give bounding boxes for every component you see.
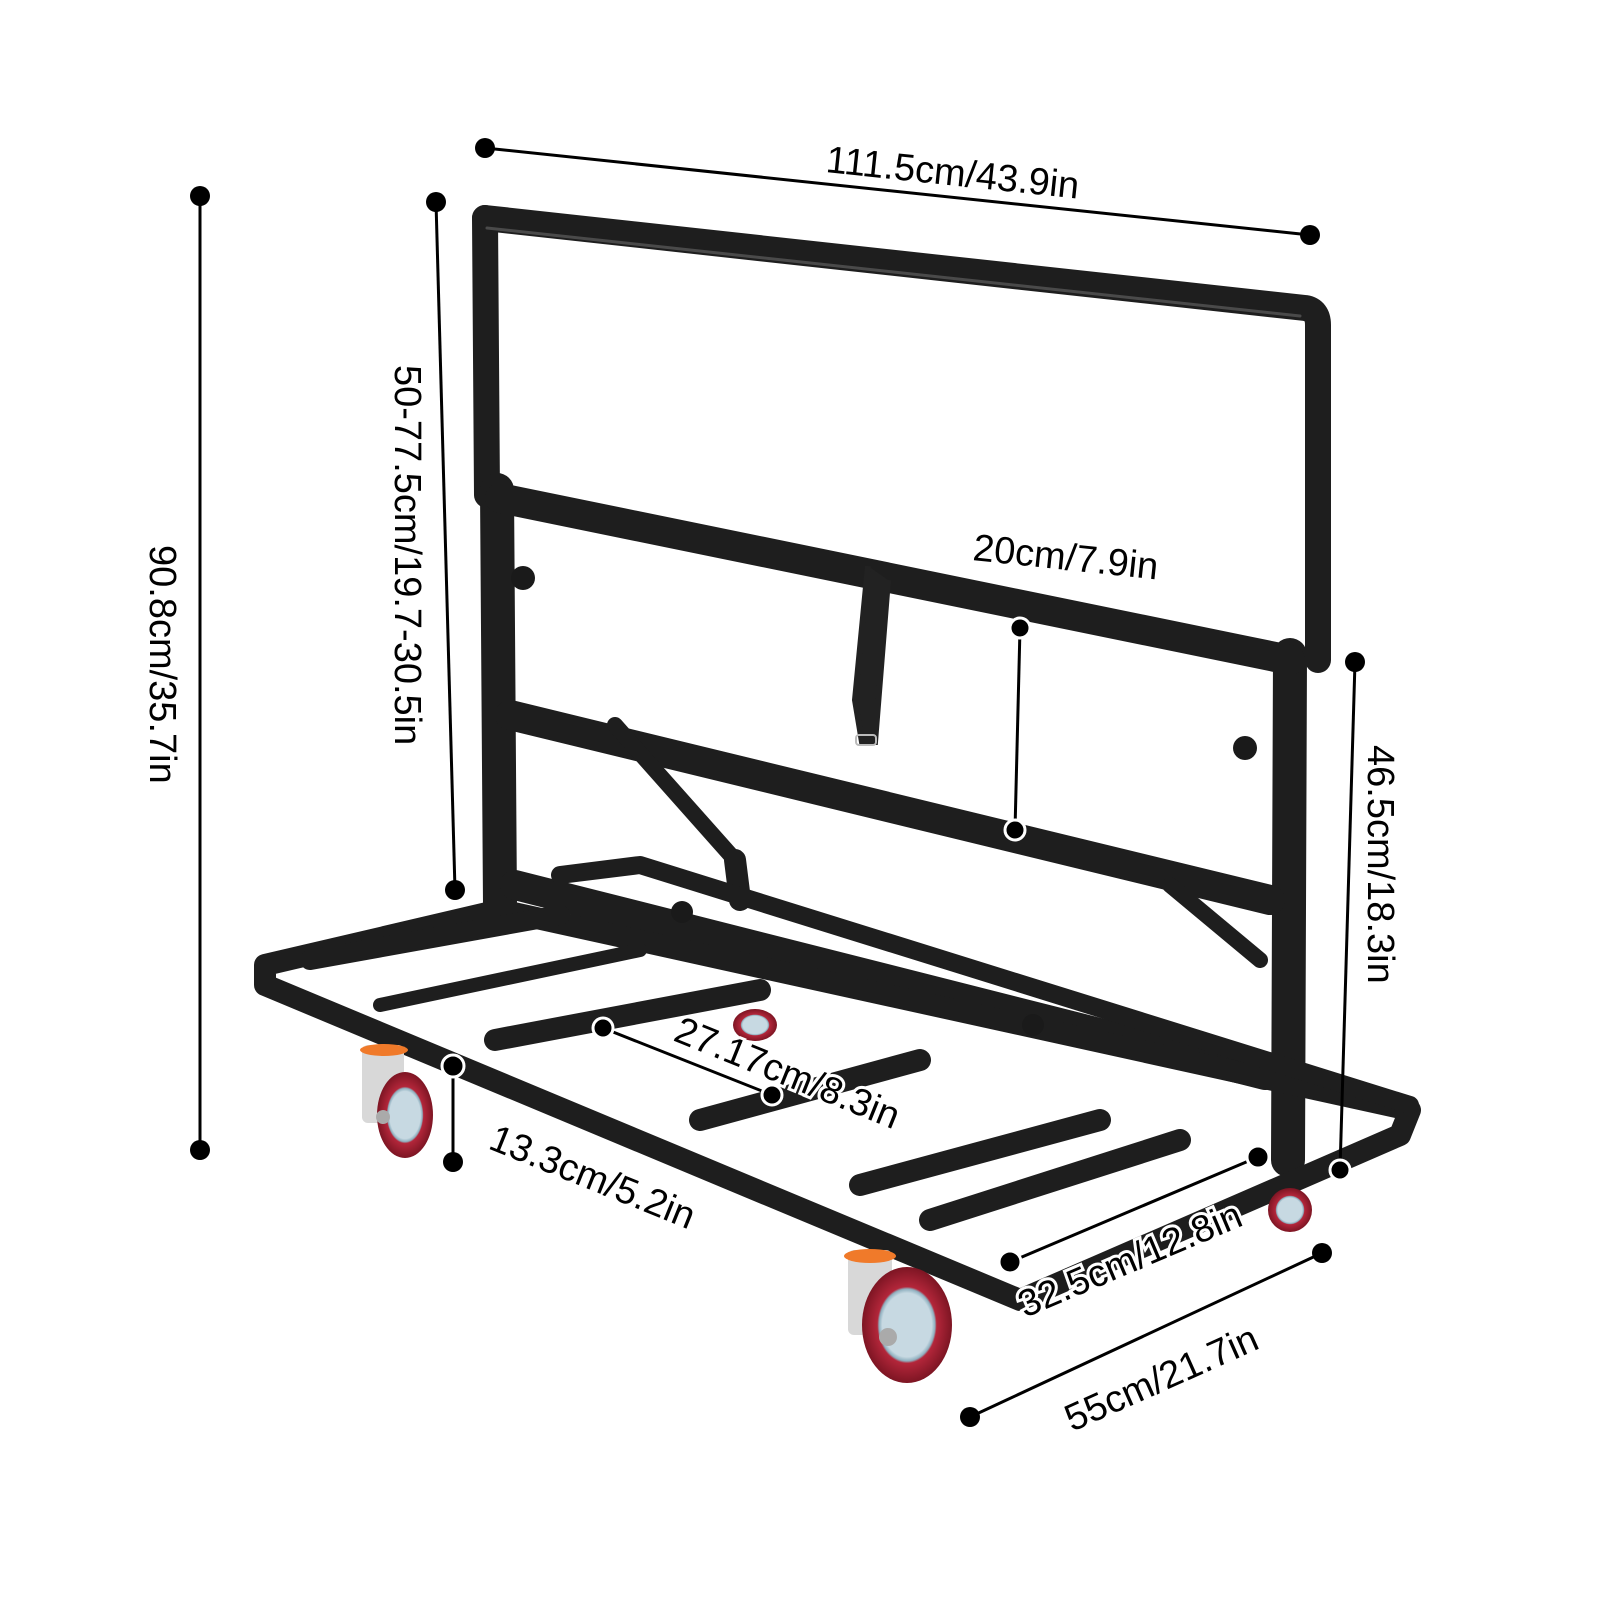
dim-inner-depth	[997, 1144, 1271, 1275]
dimension-lines	[190, 138, 1365, 1427]
caster-back-right	[1268, 1188, 1312, 1232]
casters	[360, 1009, 1312, 1383]
upper-handle-frame	[472, 205, 1331, 673]
dim-slot-width	[591, 1016, 784, 1107]
label-caster-height: 13.3cm/5.2in	[484, 1117, 701, 1237]
dim-overall-height	[190, 186, 210, 1160]
knob-icon	[1022, 1014, 1044, 1036]
caster-front-left	[360, 1044, 433, 1158]
adjustment-knobs	[511, 566, 1257, 1036]
dim-side-height	[1328, 652, 1365, 1182]
label-side-height: 46.5cm/18.3in	[1359, 745, 1401, 984]
dim-adjustable-height	[426, 192, 465, 900]
label-adjustable-height: 50-77.5cm/19.7-30.5in	[386, 365, 428, 745]
knob-icon	[671, 901, 693, 923]
label-rail-spacing: 20cm/7.9in	[971, 527, 1160, 588]
dim-overall-length	[475, 138, 1320, 245]
dim-overall-width	[960, 1243, 1332, 1427]
label-overall-width: 55cm/21.7in	[1059, 1318, 1265, 1441]
base-frame	[254, 856, 1421, 1311]
dim-caster-height	[440, 1053, 466, 1172]
strap	[851, 565, 891, 746]
caster-back-left	[733, 1009, 777, 1041]
cart-frame	[254, 205, 1421, 1311]
caster-front-right	[844, 1249, 952, 1383]
knob-icon	[1233, 736, 1257, 760]
dim-rail-spacing	[1003, 616, 1032, 842]
label-overall-height: 90.8cm/35.7in	[141, 545, 183, 784]
knob-icon	[511, 566, 535, 590]
